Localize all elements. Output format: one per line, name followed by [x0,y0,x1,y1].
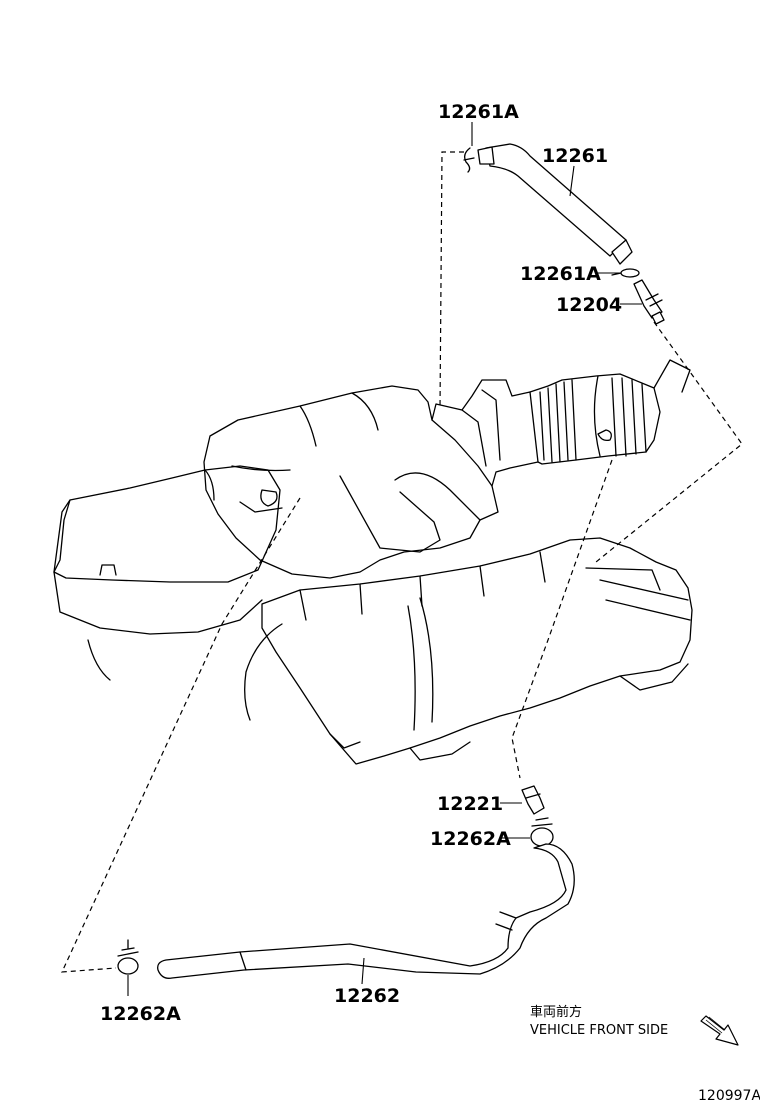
label-12261a-top: 12261A [438,101,519,123]
hose-clamp-right [530,817,554,847]
direction-note-english: VEHICLE FRONT SIDE [530,1023,668,1038]
engine-assembly [53,359,693,765]
figure-id: 120997A [698,1088,760,1104]
ventilation-hose-lower [157,843,575,979]
label-12261: 12261 [542,145,608,167]
label-12221: 12221 [437,793,503,815]
direction-note-japanese: 車両前方 [530,1004,582,1020]
union-fitting [521,785,545,815]
hose-clip-top [463,147,475,173]
leader-lines [127,122,642,996]
label-12261a-middle: 12261A [520,263,601,285]
front-direction-arrow-icon [700,1015,739,1046]
hose-clamp-left [117,939,139,975]
intake-duct [529,359,691,465]
label-12262a-left: 12262A [100,1003,181,1025]
dashed-leaders [61,151,743,973]
label-12262: 12262 [334,985,400,1007]
label-12262a-right: 12262A [430,828,511,850]
label-12204: 12204 [556,294,622,316]
pcv-valve [633,279,665,325]
ventilation-hose-upper [477,143,633,265]
